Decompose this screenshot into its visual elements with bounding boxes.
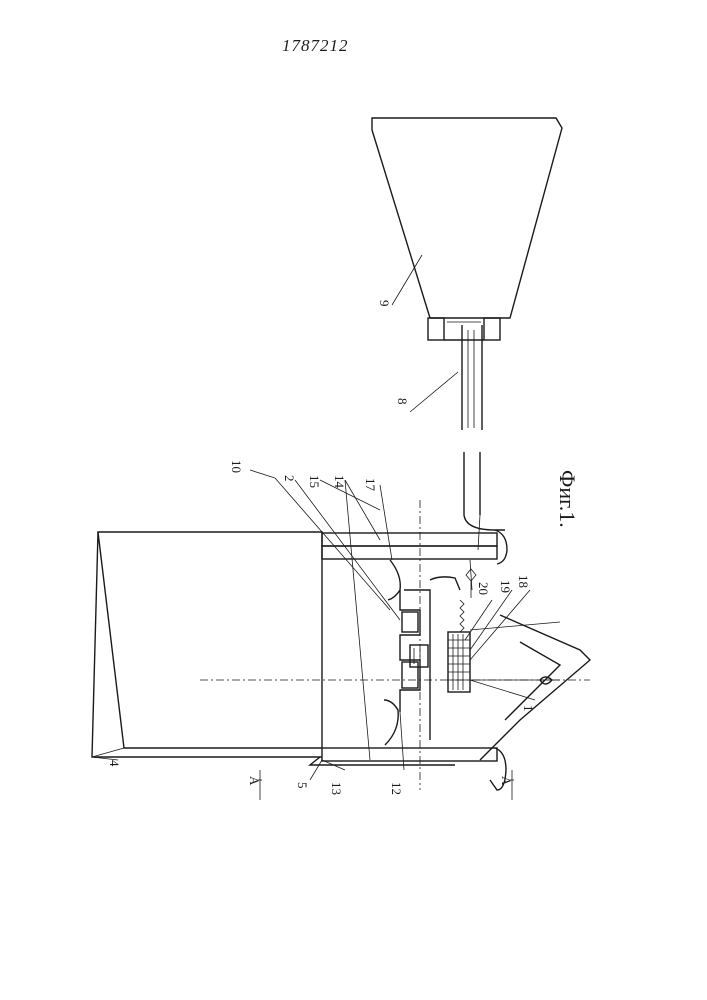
spring-20 [460,569,476,632]
label-18: 18 [516,575,531,588]
label-13: 13 [329,782,344,795]
label-1: 1 [521,705,536,712]
label-8: 8 [395,398,410,405]
feed-tube-8 [462,325,505,590]
label-19: 19 [498,580,513,593]
label-5: 5 [295,782,310,789]
container-10 [92,532,322,757]
figure-caption: Фиг.1. [555,470,580,528]
frame-1 [470,615,590,760]
label-20: 20 [476,582,491,595]
label-15: 15 [307,475,322,488]
label-14: 14 [332,475,347,489]
callout-labels: 9 8 10 2 15 14 17 20 19 18 1 4 5 13 12 А… [107,300,580,795]
leader-lines [92,255,535,780]
center-lines [200,500,590,790]
label-12: 12 [389,782,404,795]
label-4: 4 [107,760,122,767]
label-17: 17 [363,478,378,492]
section-mark-right: А [499,776,514,786]
gear-19 [448,632,470,692]
section-mark-left: А [247,776,262,786]
label-2: 2 [282,475,297,482]
label-9: 9 [377,300,392,307]
label-10: 10 [229,460,244,473]
axle-shaft [400,577,460,740]
hopper-9 [372,118,562,340]
wheel-13 [310,700,506,790]
